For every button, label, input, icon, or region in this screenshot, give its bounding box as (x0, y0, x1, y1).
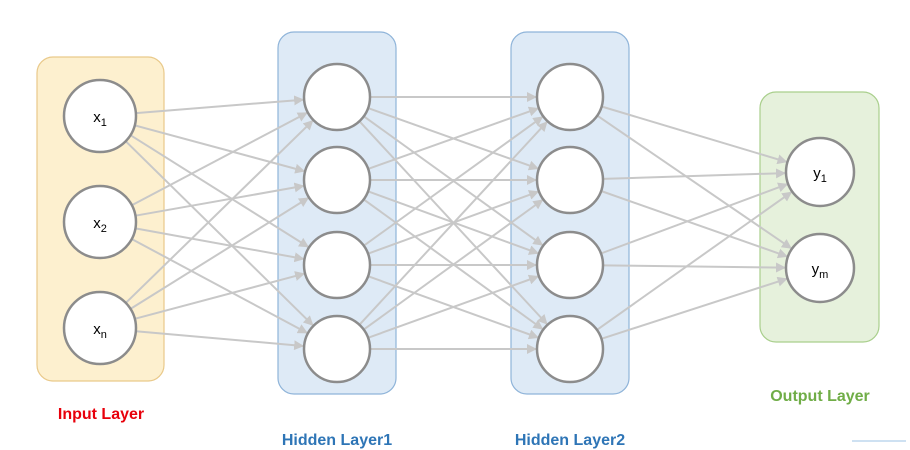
input-node-3 (62, 290, 138, 366)
edge-l0-2-1 (131, 112, 308, 207)
output-node-1-label: y1 (813, 165, 827, 185)
edge-l1-2-1 (367, 106, 539, 170)
hidden2-node-2 (535, 145, 605, 215)
edge-l0-2-4 (131, 238, 308, 334)
edge-l0-1-3 (129, 134, 310, 248)
connections (124, 92, 793, 354)
hidden-layer1-label: Hidden Layer1 (282, 432, 392, 449)
edge-l2-4-1 (596, 191, 793, 331)
edge-l0-3-3 (134, 271, 306, 320)
edge-l2-4-2 (601, 276, 788, 340)
edge-l2-1-1 (601, 105, 788, 165)
output-node-1 (784, 136, 856, 208)
edge-l1-4-2 (363, 199, 544, 331)
edge-l1-4-3 (367, 274, 539, 339)
edge-l0-2-3 (135, 227, 305, 263)
hidden2-node-3 (535, 230, 605, 300)
edge-l2-1-2 (596, 114, 792, 250)
edge-l2-3-2 (602, 262, 786, 273)
edge-l1-4-1 (358, 121, 548, 326)
nodes (62, 62, 856, 384)
edge-l0-1-1 (135, 95, 305, 115)
edge-l1-3-1 (363, 116, 544, 247)
hidden1-node-3 (302, 230, 372, 300)
input-node-2 (62, 184, 138, 260)
input-node-2-label: x2 (93, 215, 107, 235)
input-node-3-label: xn (93, 321, 107, 341)
edge-l0-2-2 (135, 182, 305, 217)
output-node-2-label: ym (812, 261, 829, 281)
edge-l0-3-2 (129, 197, 310, 310)
hidden-layer2-label: Hidden Layer2 (515, 432, 625, 449)
output-node-2 (784, 232, 856, 304)
hidden1-node-2 (302, 145, 372, 215)
edge-l2-2-2 (600, 190, 788, 259)
output-layer-label: Output Layer (770, 388, 870, 405)
edge-l0-1-2 (134, 124, 306, 174)
hidden1-node-1 (302, 62, 372, 132)
hidden2-node-1 (535, 62, 605, 132)
input-node-1-label: x1 (93, 109, 107, 129)
output-layer-box (759, 91, 880, 343)
hidden2-node-4 (535, 314, 605, 384)
edge-l0-3-4 (135, 330, 305, 351)
hidden1-node-4 (302, 314, 372, 384)
edge-l2-3-1 (600, 182, 789, 255)
input-node-1 (62, 78, 138, 154)
edge-l0-1-4 (124, 140, 314, 326)
input-layer-label: Input Layer (58, 406, 144, 423)
edge-l2-2-1 (602, 168, 786, 180)
edge-l0-3-1 (125, 119, 314, 304)
